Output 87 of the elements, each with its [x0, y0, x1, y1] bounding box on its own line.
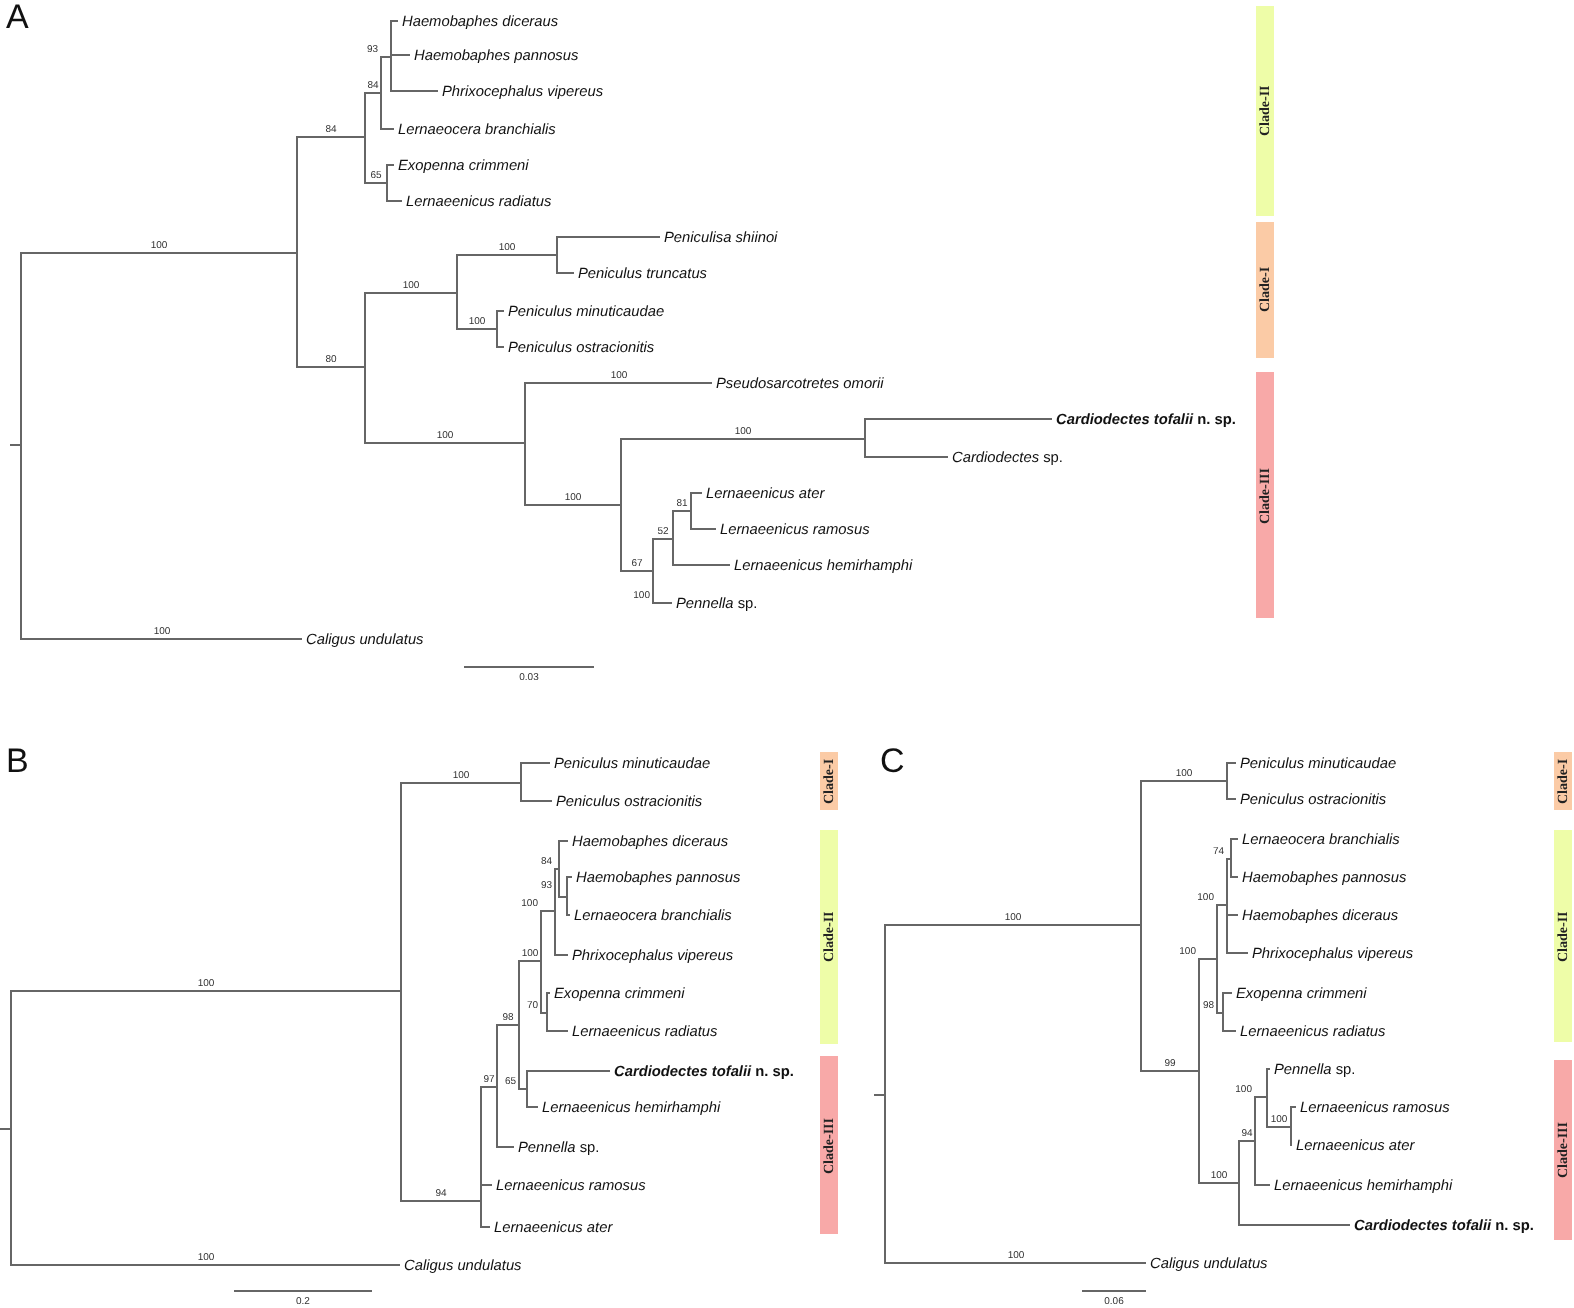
tree-branch	[480, 1205, 491, 1228]
tree-branch	[884, 1099, 1147, 1264]
tree-branch	[456, 297, 497, 330]
tree-branch	[620, 509, 653, 572]
tree-branch	[20, 252, 297, 441]
panel-letter: C	[880, 744, 905, 778]
tree-branch	[364, 292, 457, 363]
root-branch	[0, 1128, 11, 1130]
tree-branch	[652, 575, 673, 604]
tree-branch	[556, 236, 661, 251]
tree-branch	[558, 840, 569, 865]
tree-branch	[296, 257, 365, 368]
panel-letter: A	[6, 0, 29, 34]
tree-branch	[1254, 1096, 1267, 1137]
tree-branch	[1198, 958, 1217, 1067]
tree-branch	[10, 1133, 401, 1266]
tree-branch	[556, 259, 575, 274]
tree-branch	[884, 924, 1141, 1091]
tree-branch	[524, 382, 713, 439]
tree-branch	[1226, 762, 1237, 777]
tree-branch	[1222, 992, 1233, 1009]
tree-branch	[1238, 1140, 1255, 1179]
tree-branch	[864, 443, 949, 458]
tree-branch	[20, 449, 303, 640]
tree-branch	[540, 965, 547, 1014]
tree-branch	[496, 333, 505, 348]
tree-branch	[546, 992, 551, 1009]
tree-branch	[1238, 1187, 1351, 1226]
tree-branch	[652, 538, 673, 567]
tree-branch	[1140, 780, 1227, 921]
tree-branch	[496, 1024, 519, 1083]
tree-branch	[526, 1070, 611, 1085]
tree-branch	[496, 1091, 515, 1148]
tree-branch	[518, 1029, 527, 1090]
tree-branch	[558, 873, 567, 898]
tree-branch	[554, 868, 559, 907]
tree-branch	[672, 510, 691, 535]
root-branch	[9, 444, 21, 446]
tree-branch	[1290, 1106, 1297, 1123]
tree-branch	[364, 371, 525, 444]
tree-branch	[1226, 909, 1249, 954]
tree-branch	[456, 254, 557, 289]
tree-branch	[864, 418, 1053, 435]
tree-branch	[620, 438, 865, 501]
tree-branch	[480, 1184, 493, 1197]
tree-branch	[400, 995, 481, 1202]
tree-branch	[386, 164, 395, 179]
tree-branch	[1230, 863, 1239, 878]
tree-branch	[364, 92, 381, 133]
tree-branch	[1254, 1145, 1271, 1186]
tree-branch	[10, 990, 401, 1125]
tree-branch	[364, 141, 387, 184]
tree-branch	[1198, 1075, 1239, 1184]
tree-branch	[390, 61, 439, 92]
tree-branch	[1266, 1068, 1271, 1093]
tree-branch	[672, 543, 731, 566]
tree-branch	[566, 876, 573, 893]
tree-branch	[1226, 858, 1231, 901]
panel-letter: B	[6, 744, 29, 778]
tree-branch	[390, 20, 399, 53]
tree-branch	[1140, 929, 1199, 1072]
tree-branch	[496, 310, 505, 325]
tree-branch	[1216, 904, 1227, 955]
tree-branch	[380, 97, 395, 130]
tree-branch	[524, 447, 621, 506]
root-branch	[873, 1094, 885, 1096]
tree-branch	[566, 901, 571, 916]
tree-branch	[546, 1017, 569, 1032]
tree-branch	[540, 910, 555, 957]
tree-branch	[554, 915, 569, 956]
tree-branch	[520, 787, 553, 802]
tree-branch	[690, 492, 703, 507]
tree-branch	[1290, 1131, 1293, 1146]
tree-branch	[1216, 963, 1223, 1014]
tree-branch	[520, 762, 551, 779]
tree-branch	[1266, 1101, 1291, 1128]
tree-branch	[400, 782, 521, 987]
tree-branch	[391, 54, 411, 56]
tree-branch	[386, 187, 403, 202]
tree-branch	[296, 136, 365, 249]
tree-branch	[380, 56, 391, 89]
tree-branch	[1226, 785, 1237, 800]
tree-branch	[1230, 838, 1239, 855]
tree-branch	[1222, 1017, 1237, 1032]
tree-branch	[690, 515, 717, 530]
tree-branch	[518, 960, 541, 1021]
tree-branch	[526, 1093, 539, 1108]
